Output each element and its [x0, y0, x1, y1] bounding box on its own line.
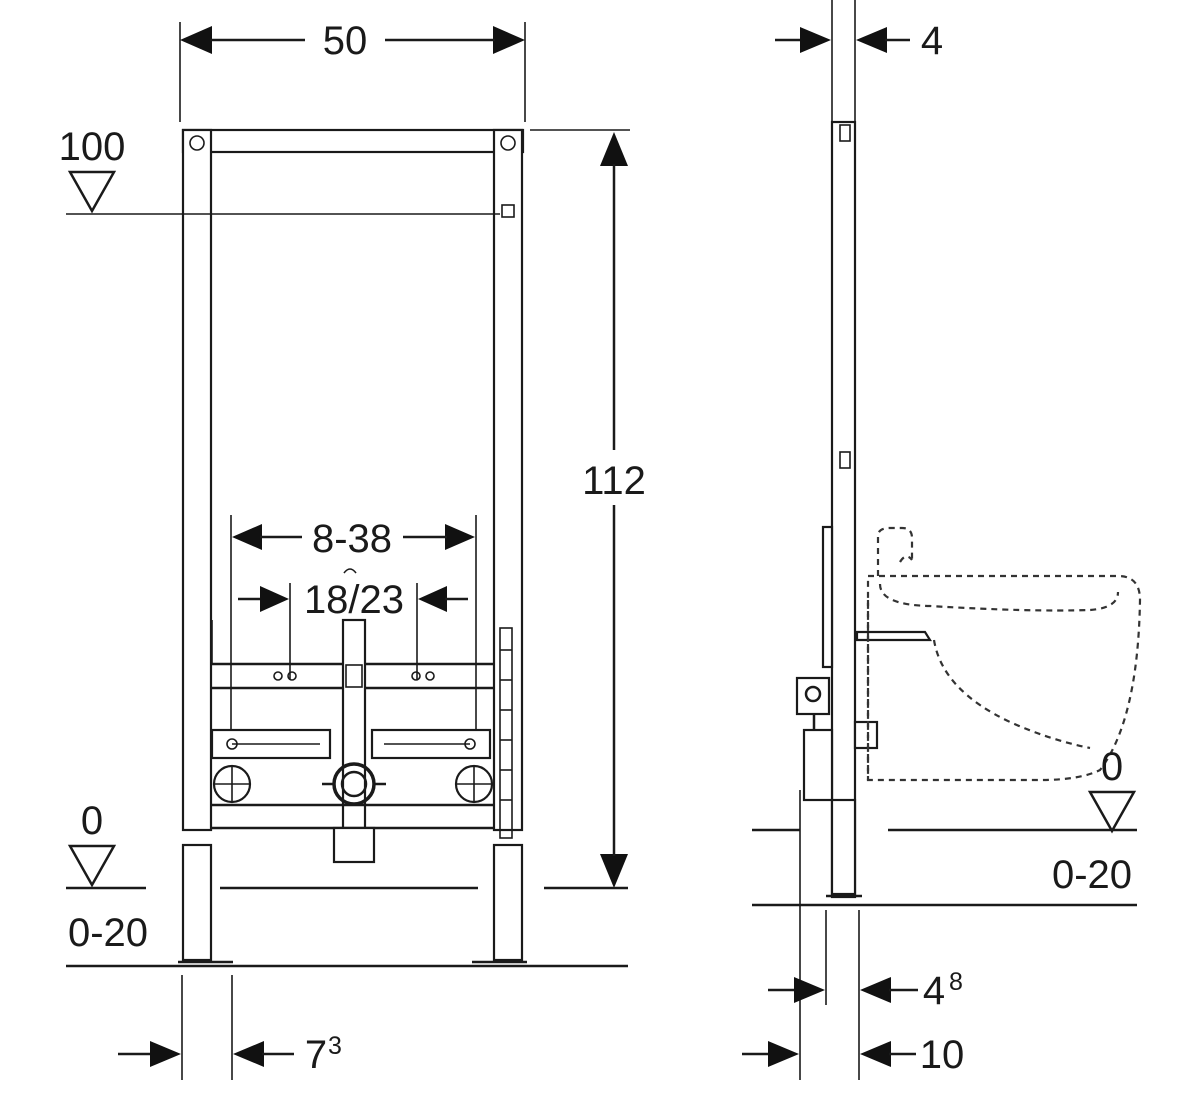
- side-floor-zero-label: 0: [1101, 745, 1123, 789]
- height-dimension: 112: [582, 132, 646, 888]
- foot-depth-dimension: 4 8: [768, 790, 963, 1080]
- foot-depth-label: 4: [923, 969, 945, 1013]
- top-depth-label: 4: [921, 19, 943, 63]
- spacing-range-dimension: 8-38: [230, 515, 477, 730]
- side-floor-levels: 0 0-20: [752, 745, 1137, 907]
- front-floor-range-label: 0-20: [68, 911, 148, 955]
- total-depth-label: 10: [920, 1033, 965, 1077]
- leg-width-superscript: 3: [328, 1032, 342, 1060]
- front-floor-zero-label: 0: [81, 799, 103, 843]
- top-depth-dimension: 4: [775, 0, 943, 122]
- side-view: 4: [742, 0, 1142, 1080]
- leg-width-label: 7: [305, 1033, 327, 1077]
- front-view: 50 100 112: [59, 19, 646, 1080]
- total-depth-dimension: 10: [742, 1033, 964, 1077]
- leg-width-dimension: 7 3: [118, 975, 342, 1080]
- reference-100-marker: 100: [59, 125, 500, 215]
- side-floor-range-label: 0-20: [1052, 853, 1132, 897]
- bidet-mounting-assembly: [210, 618, 513, 864]
- side-frame-profile: [795, 120, 932, 899]
- bidet-outline: [866, 526, 1142, 782]
- width-label: 50: [323, 19, 368, 63]
- width-dimension: 50: [179, 19, 526, 122]
- front-frame: [181, 128, 630, 832]
- front-floor-levels: 0 0-20: [66, 799, 628, 968]
- height-label: 112: [582, 459, 646, 503]
- spacing-range-label: 8-38: [312, 517, 392, 561]
- spacing-pair-dimension: 18/23: [238, 568, 468, 680]
- reference-100-label: 100: [59, 125, 126, 169]
- spacing-pair-label: 18/23: [304, 578, 404, 622]
- foot-depth-superscript: 8: [949, 968, 963, 996]
